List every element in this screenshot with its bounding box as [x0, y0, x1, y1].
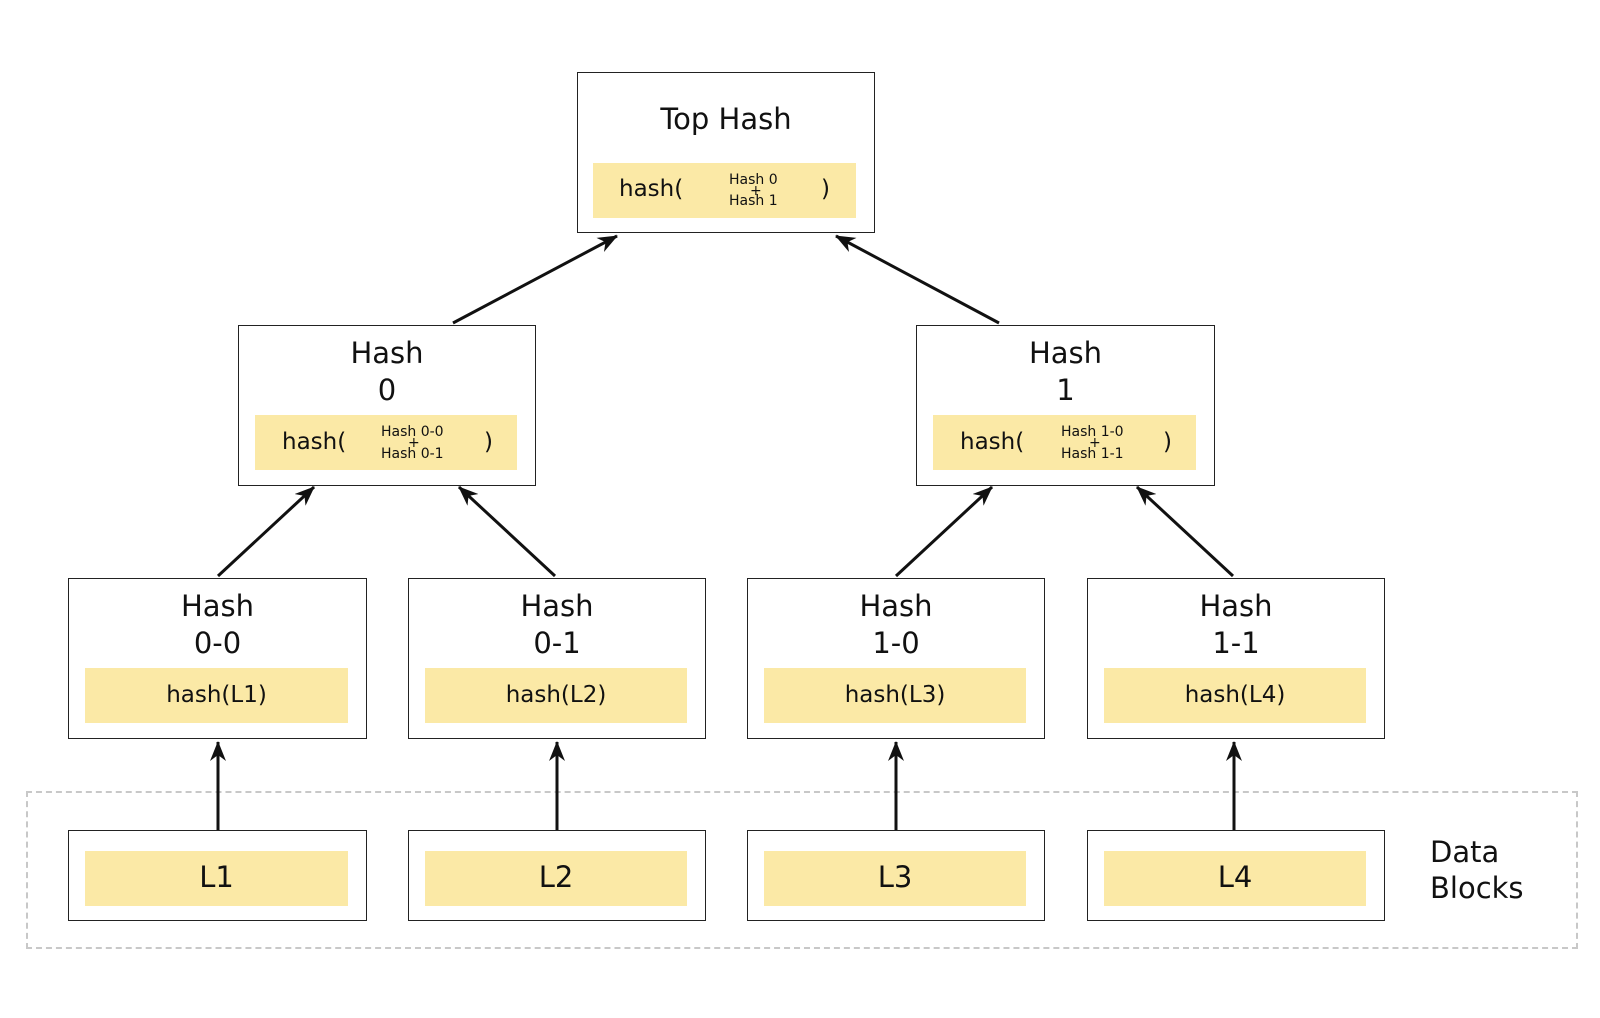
data-block-l2: L2 [408, 830, 706, 921]
arrow-hash1-to-top [835, 234, 1000, 325]
hash-1-0-formula: hash(L3) [764, 668, 1026, 723]
hash-0-fn: hash( [282, 429, 347, 455]
hash-1-title-line2: 1 [1056, 373, 1075, 407]
hash-0-formula: hash( Hash 0-0 + Hash 0-1 ) [255, 415, 517, 470]
hash-1-input-2: Hash 1-1 [1061, 446, 1124, 462]
hash-0-1-title-line1: Hash [520, 589, 594, 623]
hash-0-0-title-line2: 0-0 [193, 626, 242, 660]
arrow-hash11-to-hash1 [1135, 485, 1235, 578]
hash-1-1-formula: hash(L4) [1104, 668, 1366, 723]
hash-1-0-title-line2: 1-0 [872, 626, 920, 660]
hash-1-1-title-line2: 1-1 [1212, 626, 1260, 660]
top-hash-input-2: Hash 1 [729, 193, 778, 209]
data-blocks-label-line2: Blocks [1430, 871, 1524, 905]
data-block-l3-fill: L3 [764, 851, 1026, 906]
data-block-l3-label: L3 [877, 860, 913, 894]
data-block-l2-label: L2 [538, 860, 574, 894]
top-hash-plus: + [750, 183, 762, 199]
hash-1-node: Hash 1 hash( Hash 1-0 + Hash 1-1 ) [916, 325, 1215, 486]
hash-1-close: ) [1163, 429, 1172, 455]
hash-0-close: ) [484, 429, 493, 455]
data-block-l3: L3 [747, 830, 1045, 921]
hash-1-1-node: Hash 1-1 hash(L4) [1087, 578, 1385, 739]
arrow-hash0-to-top [452, 234, 618, 325]
data-block-l4-fill: L4 [1104, 851, 1366, 906]
hash-1-plus: + [1089, 435, 1101, 451]
hash-1-1-fn: hash(L4) [1184, 682, 1286, 708]
hash-0-input-1: Hash 0-0 [381, 424, 444, 440]
data-blocks-region [26, 791, 1578, 949]
hash-1-0-node: Hash 1-0 hash(L3) [747, 578, 1045, 739]
hash-1-title-line1: Hash [1028, 336, 1103, 370]
hash-0-1-title-line2: 0-1 [533, 626, 581, 660]
data-block-l4-label: L4 [1217, 860, 1253, 894]
top-hash-formula: hash( Hash 0 + Hash 1 ) [593, 163, 856, 218]
hash-0-input-2: Hash 0-1 [381, 446, 444, 462]
hash-1-input-1: Hash 1-0 [1061, 424, 1124, 440]
data-block-l2-fill: L2 [425, 851, 687, 906]
hash-1-formula: hash( Hash 1-0 + Hash 1-1 ) [933, 415, 1196, 470]
data-block-l4: L4 [1087, 830, 1385, 921]
top-hash-close: ) [821, 176, 830, 202]
hash-1-1-title-line1: Hash [1199, 589, 1273, 623]
data-block-l1-fill: L1 [85, 851, 348, 906]
hash-1-fn: hash( [960, 429, 1025, 455]
hash-0-0-node: Hash 0-0 hash(L1) [68, 578, 367, 739]
arrow-hash01-to-hash0 [457, 485, 557, 578]
data-block-l1: L1 [68, 830, 367, 921]
hash-0-0-title-line1: Hash [180, 589, 255, 623]
hash-1-0-fn: hash(L3) [844, 682, 946, 708]
hash-0-node: Hash 0 hash( Hash 0-0 + Hash 0-1 ) [238, 325, 536, 486]
hash-0-0-fn: hash(L1) [166, 682, 267, 708]
hash-1-0-title-line1: Hash [859, 589, 933, 623]
hash-0-1-fn: hash(L2) [505, 682, 607, 708]
arrow-hash00-to-hash0 [216, 485, 316, 578]
hash-0-plus: + [408, 435, 420, 451]
hash-0-1-formula: hash(L2) [425, 668, 687, 723]
top-hash-title: Top Hash [660, 102, 792, 136]
hash-0-0-formula: hash(L1) [85, 668, 348, 723]
top-hash-node: Top Hash hash( Hash 0 + Hash 1 ) [577, 72, 875, 233]
hash-0-title-line1: Hash [350, 336, 424, 370]
arrow-hash10-to-hash1 [894, 485, 994, 578]
top-hash-input-1: Hash 0 [729, 172, 778, 188]
top-hash-fn: hash( [619, 176, 684, 202]
data-blocks-label-line1: Data [1430, 835, 1500, 869]
hash-0-title-line2: 0 [377, 373, 397, 407]
data-block-l1-label: L1 [199, 860, 234, 894]
hash-0-1-node: Hash 0-1 hash(L2) [408, 578, 706, 739]
